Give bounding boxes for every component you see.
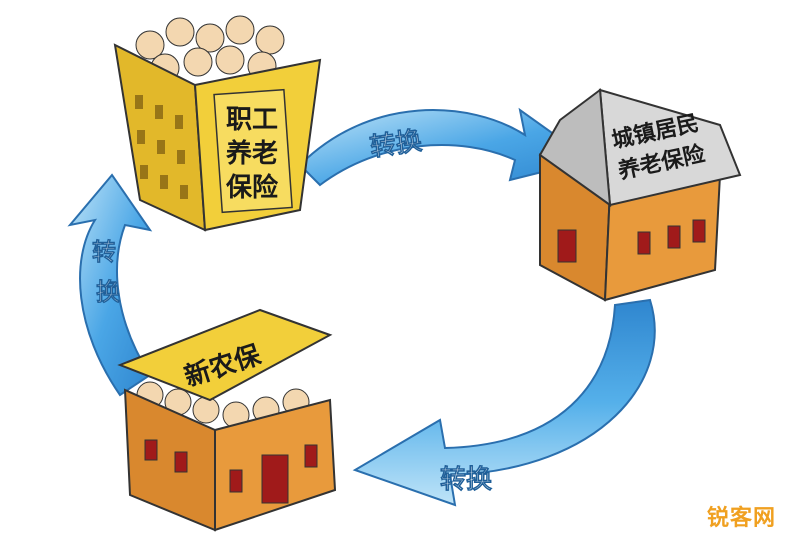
employee-pension-label-2: 养老 <box>225 138 278 169</box>
employee-pension-label-3: 保险 <box>225 172 279 203</box>
left-arrow-label-2: 换 <box>96 278 121 306</box>
top-arrow-label: 转换 <box>368 126 425 163</box>
bottom-transfer-arrow <box>352 298 656 507</box>
urban-resident-pension-house: 城镇居民 养老保险 <box>538 88 742 302</box>
rural-pension-house: 新农保 <box>117 308 337 532</box>
employee-pension-label-1: 职工 <box>226 105 278 135</box>
bottom-arrow-label: 转换 <box>440 465 493 495</box>
left-arrow-label-1: 转 <box>92 238 116 266</box>
watermark: 锐客网 <box>706 506 776 531</box>
employee-pension-box: 职工 养老 保险 <box>113 15 322 232</box>
left-transfer-arrow <box>67 173 153 397</box>
